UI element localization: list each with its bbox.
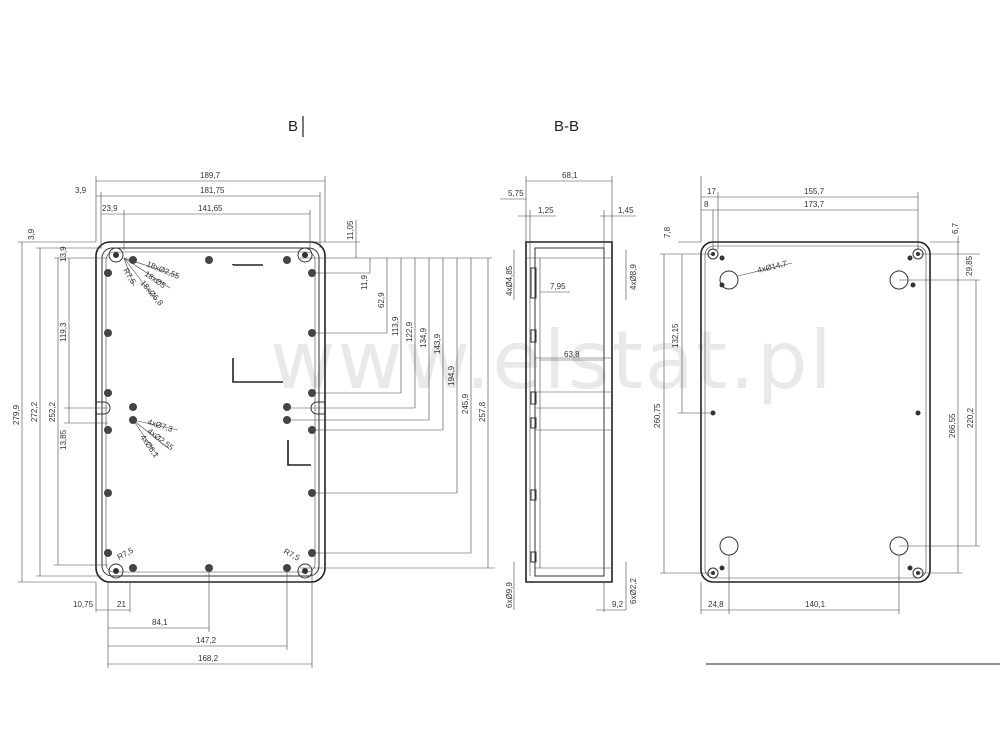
dim-6x-9-9: 6xØ9,9 <box>505 582 514 608</box>
dim-21: 21 <box>117 600 126 609</box>
dim-220-2: 220,2 <box>966 407 975 428</box>
enclosure-inner-outline <box>101 247 320 577</box>
dim-168-2: 168,2 <box>198 654 219 663</box>
dim-1-45: 1,45 <box>618 206 634 215</box>
dim-143-9: 143,9 <box>433 333 442 354</box>
dim-13-85: 13,85 <box>59 429 68 450</box>
dim-1-25: 1,25 <box>538 206 554 215</box>
dim-140-1: 140,1 <box>805 600 826 609</box>
dim-62-9: 62,9 <box>377 292 386 308</box>
view-label-top: B <box>288 118 298 135</box>
enclosure-wall-outline <box>105 251 316 573</box>
left-view: 189,7 181,75 141,65 3,9 23,9 3,9 13,9 11… <box>12 171 495 668</box>
dim-63-8: 63,8 <box>564 350 580 359</box>
dim-84-1: 84,1 <box>152 618 168 627</box>
dim-147-2: 147,2 <box>196 636 217 645</box>
dim-122-9: 122,9 <box>405 321 414 342</box>
dim-113-9: 113,9 <box>391 316 400 336</box>
dim-9-2: 9,2 <box>612 600 624 609</box>
dim-260-75: 260,75 <box>653 403 662 428</box>
dim-7-95: 7,95 <box>550 282 566 291</box>
dim-4x-4-85: 4xØ4,85 <box>505 265 514 296</box>
dim-141-65: 141,65 <box>198 204 223 213</box>
dim-3-9-left: 3,9 <box>27 228 36 240</box>
dim-266-55: 266,55 <box>948 413 957 438</box>
dim-7-8: 7,8 <box>663 226 672 238</box>
enclosure-outline <box>95 241 326 583</box>
dim-6x-2-2: 6xØ2,2 <box>629 578 638 604</box>
dim-6-7: 6,7 <box>951 222 960 234</box>
base-outline <box>700 241 931 583</box>
dim-8: 8 <box>704 200 709 209</box>
section-outline <box>525 241 613 583</box>
mounting-hole <box>719 536 739 556</box>
dim-155-7: 155,7 <box>804 187 825 196</box>
note-4x-14-7: 4xØ14,7 <box>756 259 788 275</box>
left-dimensions: 3,9 13,9 119,3 13,85 279,9 272,2 252,2 <box>12 228 108 583</box>
dim-3-9-top: 3,9 <box>75 186 87 195</box>
hole-annotations: 18xØ2,55 18xØ5 18xØ6,8 R7,5 4xØ7,3 4xØ2,… <box>116 257 302 563</box>
dim-189-7: 189,7 <box>200 171 221 180</box>
dim-181-75: 181,75 <box>200 186 225 195</box>
dim-10-75: 10,75 <box>73 600 94 609</box>
top-dimensions: 189,7 181,75 141,65 3,9 23,9 <box>75 171 326 250</box>
note-r7-5-bottom-left: R7,5 <box>116 546 136 562</box>
dim-24-8: 24,8 <box>708 600 724 609</box>
dim-5-75: 5,75 <box>508 189 524 198</box>
dim-11-05: 11,05 <box>346 220 355 240</box>
right-view: 4xØ14,7 17 155,7 8 173,7 7,8 6,7 132,15 … <box>653 176 1000 665</box>
dim-29-85: 29,85 <box>965 255 974 276</box>
dim-252-2: 252,2 <box>48 401 57 422</box>
dim-23-9: 23,9 <box>102 204 118 213</box>
dim-257-8: 257,8 <box>478 401 487 422</box>
dim-245-9: 245,9 <box>461 393 470 414</box>
bottom-dimensions: 10,75 21 84,1 147,2 168,2 <box>73 572 313 668</box>
dim-68-1: 68,1 <box>562 171 578 180</box>
section-cut-line <box>232 264 263 266</box>
dim-134-9: 134,9 <box>419 327 428 348</box>
note-r7-5-top: R7,5 <box>121 267 138 287</box>
dim-17: 17 <box>707 187 716 196</box>
dim-272-2: 272,2 <box>30 401 39 422</box>
dim-4x-8-9: 4xØ8,9 <box>629 264 638 290</box>
dim-13-9: 13,9 <box>59 246 68 262</box>
dim-194-9: 194,9 <box>447 365 456 386</box>
dim-132-15: 132,15 <box>671 323 680 348</box>
dim-173-7: 173,7 <box>804 200 825 209</box>
dim-119-3: 119,3 <box>59 322 68 342</box>
note-r7-5-bottom-right: R7,5 <box>282 547 302 563</box>
view-label-section: B-B <box>554 118 579 135</box>
dim-279-9: 279,9 <box>12 404 21 425</box>
watermark: www.elstat.pl <box>270 314 834 407</box>
section-view: 68,1 5,75 1,25 1,45 4xØ4,85 4xØ8,9 7,95 … <box>500 171 638 612</box>
mounting-bosses <box>104 256 316 572</box>
right-dimensions: 11,05 11,9 62,9 113,9 122,9 134,9 143,9 … <box>290 220 495 569</box>
mounting-hole <box>719 270 739 290</box>
corner-screw-holes <box>108 247 313 579</box>
dim-11-9: 11,9 <box>360 274 369 290</box>
